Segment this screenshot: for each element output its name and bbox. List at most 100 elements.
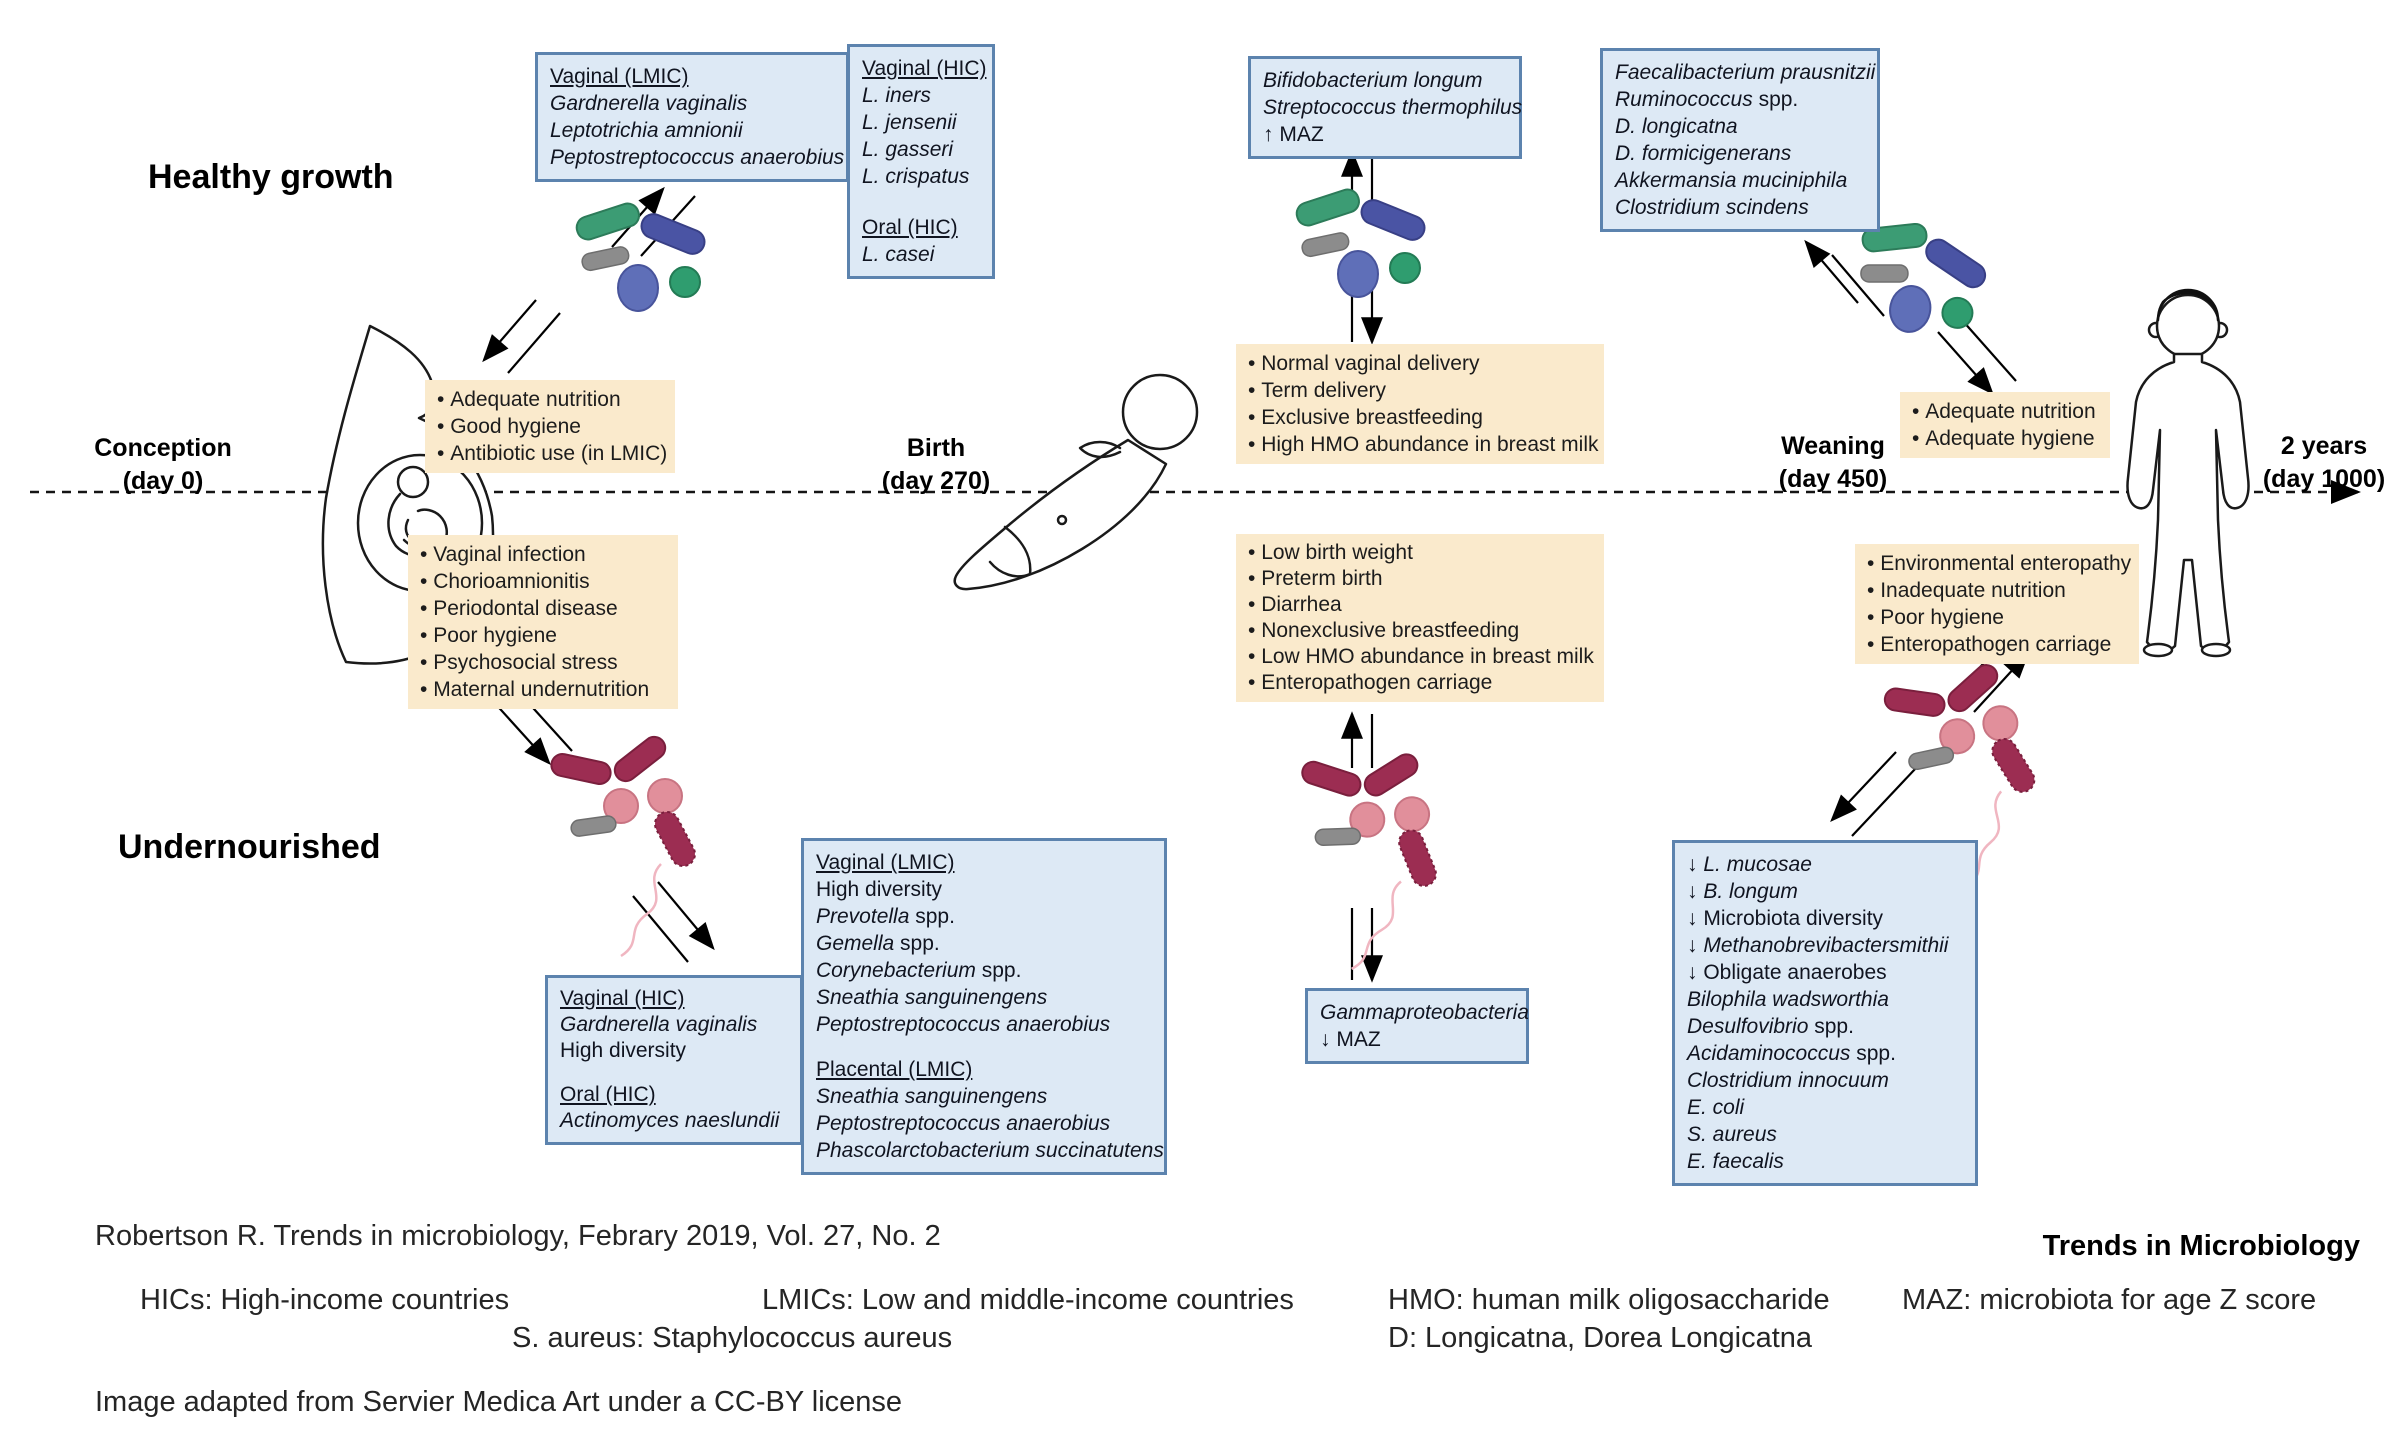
box-title: Vaginal (HIC) (862, 57, 987, 80)
factor-item: Vaginal infection (420, 541, 666, 568)
factor-item: Environmental enteropathy (1867, 550, 2131, 577)
timeline-label-two-years: 2 years(day 1000) (2262, 432, 2386, 493)
factor-item: Enteropathogen carriage (1867, 631, 2127, 658)
box-title: Placental (LMIC) (816, 1058, 973, 1081)
species-item: Acidaminococcus spp. (1687, 1042, 1896, 1065)
factor-item: Diarrhea (1248, 592, 1592, 618)
factor-item: Antibiotic use (in LMIC) (437, 440, 667, 467)
undernourished-heading: Undernourished (118, 828, 381, 866)
box-birth-undernourished-bacteria: Gammaproteobacteria ↓ MAZ (1305, 988, 1529, 1064)
species-item: L. iners (862, 84, 931, 107)
abbreviation-maz: MAZ: microbiota for age Z score (1902, 1284, 2317, 1316)
species-item: Gemella spp. (816, 932, 940, 955)
factor-item: Preterm birth (1248, 566, 1592, 592)
box-weaning-undernourished-factors: Environmental enteropathyInadequate nutr… (1855, 544, 2139, 664)
species-item: L. casei (862, 243, 935, 266)
factor-item: Chorioamnionitis (420, 568, 666, 595)
factor-item: Good hygiene (437, 413, 663, 440)
species-item: Sneathia sanguinengens (816, 1085, 1048, 1108)
species-item: ↓ Microbiota diversity (1687, 907, 1884, 930)
abbreviation-d-longicatna: D: Longicatna, Dorea Longicatna (1388, 1322, 1813, 1354)
species-item: S. aureus (1687, 1123, 1777, 1146)
box-pregnancy-undernourished-factors: Vaginal infectionChorioamnionitisPeriodo… (408, 535, 678, 709)
bacteria-cluster-undernourished-birth (1279, 737, 1454, 979)
factor-item: Psychosocial stress (420, 649, 666, 676)
species-item: Peptostreptococcus anaerobius (816, 1112, 1111, 1135)
species-item: Ruminococcus spp. (1615, 88, 1799, 111)
species-item: Actinomyces naeslundii (560, 1109, 780, 1132)
species-item: ↓ B. longum (1687, 880, 1798, 903)
species-item: E. faecalis (1687, 1150, 1784, 1173)
box-pregnancy-healthy-factors: Adequate nutritionGood hygieneAntibiotic… (425, 380, 675, 473)
box-birth-healthy-factors: Normal vaginal deliveryTerm deliveryExcl… (1236, 344, 1604, 464)
factor-item: Adequate nutrition (437, 386, 663, 413)
factor-item: Low birth weight (1248, 540, 1592, 566)
species-item: High diversity (560, 1039, 687, 1062)
baby-figure (953, 373, 1199, 591)
license-text: Image adapted from Servier Medica Art un… (95, 1386, 903, 1418)
box-title: Oral (HIC) (862, 216, 958, 239)
species-item: Peptostreptococcus anaerobius (550, 146, 845, 169)
species-item: L. gasseri (862, 138, 954, 161)
species-item: D. longicatna (1615, 115, 1738, 138)
factor-item: Inadequate nutrition (1867, 577, 2127, 604)
species-item: Gammaproteobacteria (1320, 1001, 1529, 1024)
factor-item: Exclusive breastfeeding (1248, 404, 1592, 431)
journal-name: Trends in Microbiology (2042, 1230, 2360, 1262)
species-item: Prevotella spp. (816, 905, 955, 928)
species-item: Corynebacterium spp. (816, 959, 1022, 982)
species-item: Akkermansia muciniphila (1615, 169, 1848, 192)
factor-item: Nonexclusive breastfeeding (1248, 618, 1592, 644)
species-item: Gardnerella vaginalis (550, 92, 748, 115)
child-figure (2126, 288, 2250, 658)
species-item: Peptostreptococcus anaerobius (816, 1013, 1111, 1036)
abbreviation-hics: HICs: High-income countries (140, 1284, 510, 1316)
factor-item: Adequate nutrition (1912, 398, 2098, 425)
species-item: ↑ MAZ (1263, 123, 1324, 146)
species-item: Bilophila wadsworthia (1687, 988, 1889, 1011)
box-weaning-healthy-factors: Adequate nutritionAdequate hygiene (1900, 392, 2110, 458)
species-item: Clostridium scindens (1615, 196, 1809, 219)
species-item: Streptococcus thermophilus (1263, 96, 1523, 119)
factor-item: Normal vaginal delivery (1248, 350, 1592, 377)
factor-item: Poor hygiene (1867, 604, 2127, 631)
box-vaginal-oral-hic-top: Vaginal (HIC) L. iners L. jensenii L. gass… (847, 44, 995, 279)
factor-item: Periodontal disease (420, 595, 666, 622)
bacteria-cluster-undernourished-pregnancy (548, 731, 701, 958)
species-item: L. crispatus (862, 165, 970, 188)
box-title: Vaginal (LMIC) (816, 851, 955, 874)
timeline-label-weaning: Weaning(day 450) (1778, 432, 1888, 493)
species-item: Desulfovibrio spp. (1687, 1015, 1854, 1038)
bacteria-cluster-healthy-birth (1292, 185, 1430, 298)
factor-item: Low HMO abundance in breast milk (1248, 644, 1594, 670)
species-item: E. coli (1687, 1096, 1745, 1119)
species-item: ↓ L. mucosae (1687, 853, 1812, 876)
species-item: Phascolarctobacterium succinatutens (816, 1139, 1164, 1162)
species-item: D. formicigenerans (1615, 142, 1792, 165)
species-item: High diversity (816, 878, 943, 901)
box-title: Vaginal (HIC) (560, 987, 685, 1010)
factor-item: High HMO abundance in breast milk (1248, 431, 1598, 458)
abbreviation-s-aureus: S. aureus: Staphylococcus aureus (512, 1322, 953, 1354)
species-item: Bifidobacterium longum (1263, 69, 1483, 92)
box-title: Oral (HIC) (560, 1083, 656, 1106)
factor-item: Poor hygiene (420, 622, 666, 649)
abbreviation-lmics: LMICs: Low and middle-income countries (762, 1284, 1294, 1316)
species-item: ↓ MAZ (1320, 1028, 1381, 1051)
healthy-growth-heading: Healthy growth (148, 158, 394, 196)
factor-item: Term delivery (1248, 377, 1592, 404)
species-item: Sneathia sanguinengens (816, 986, 1048, 1009)
species-item: ↓ Obligate anaerobes (1687, 961, 1887, 984)
factor-item: Adequate hygiene (1912, 425, 2098, 452)
factor-item: Enteropathogen carriage (1248, 670, 1592, 696)
timeline-label-birth: Birth(day 270) (881, 434, 991, 495)
box-weaning-undernourished-bacteria: ↓ L. mucosae ↓ B. longum ↓ Microbiota dive… (1672, 840, 1978, 1186)
species-item: L. jensenii (862, 111, 957, 134)
box-title: Vaginal (LMIC) (550, 65, 689, 88)
species-item: Clostridium innocuum (1687, 1069, 1889, 1092)
box-birth-undernourished-factors: Low birth weightPreterm birthDiarrheaNon… (1236, 534, 1604, 702)
